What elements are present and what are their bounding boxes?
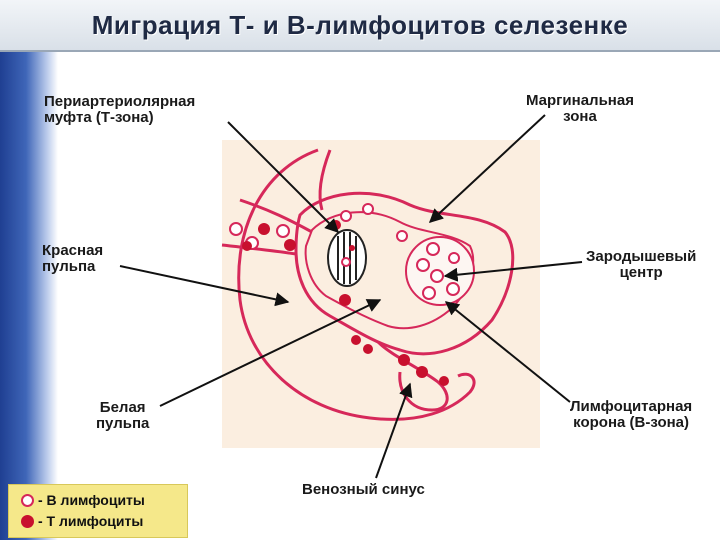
legend-row-t-cells: - Т лимфоциты [21, 513, 143, 529]
b-cell [426, 242, 440, 256]
b-cell [430, 269, 444, 283]
t-cell [439, 376, 449, 386]
legend: - В лимфоциты - Т лимфоциты [8, 484, 188, 538]
t-cell [242, 241, 252, 251]
b-cell [340, 210, 352, 222]
title-bar: Миграция Т- и В-лимфоцитов селезенке [0, 0, 720, 52]
label-marginal-zone: Маргинальная зона [526, 92, 634, 125]
b-cell [446, 282, 460, 296]
label-red-pulp: Красная пульпа [42, 242, 104, 275]
b-cell [229, 222, 243, 236]
label-venous-sinus: Венозный синус [302, 481, 425, 498]
t-cell [363, 344, 373, 354]
page-title: Миграция Т- и В-лимфоцитов селезенке [91, 9, 629, 40]
b-cell [416, 258, 430, 272]
label-germinal-center: Зародышевый центр [586, 248, 697, 281]
b-cell [276, 224, 290, 238]
marginal-zone-outline [294, 191, 515, 356]
b-cell [448, 252, 460, 264]
b-cell [396, 230, 408, 242]
vessel-upper-left [239, 198, 313, 234]
t-cell [349, 245, 355, 251]
arrow-white-pulp [159, 299, 382, 407]
arrow-red-pulp [119, 265, 290, 307]
t-cell [339, 294, 351, 306]
diagram-background [222, 140, 540, 448]
vessel-lower [318, 149, 332, 211]
arrow-marginal [428, 114, 546, 223]
t-cell [331, 220, 341, 230]
left-decorative-band [0, 52, 58, 540]
label-periarterial: Периартериолярная муфта (Т-зона) [44, 93, 196, 126]
vessel-left [221, 243, 297, 256]
b-cell [422, 286, 436, 300]
b-cell [362, 203, 374, 215]
t-cell [258, 223, 270, 235]
label-lymphocyte-corona: Лимфоцитарная корона (В-зона) [570, 398, 693, 431]
arrow-corona [444, 301, 571, 403]
arrow-venous-sinus [375, 382, 413, 479]
t-cell [416, 366, 428, 378]
label-white-pulp: Белая пульпа [96, 399, 150, 432]
t-cell [351, 335, 361, 345]
t-cell [284, 239, 296, 251]
t-cell-legend-marker [21, 514, 34, 528]
white-pulp-outline [237, 148, 476, 421]
t-cell [398, 354, 410, 366]
legend-row-b-cells: - В лимфоциты [21, 492, 145, 508]
legend-t-cells-label: - Т лимфоциты [38, 513, 144, 529]
b-cell-legend-marker [21, 493, 34, 507]
arrow-germinal [443, 261, 583, 282]
arrow-periarterial [227, 121, 339, 233]
legend-b-cells-label: - В лимфоциты [38, 492, 145, 508]
b-cell [341, 257, 351, 267]
